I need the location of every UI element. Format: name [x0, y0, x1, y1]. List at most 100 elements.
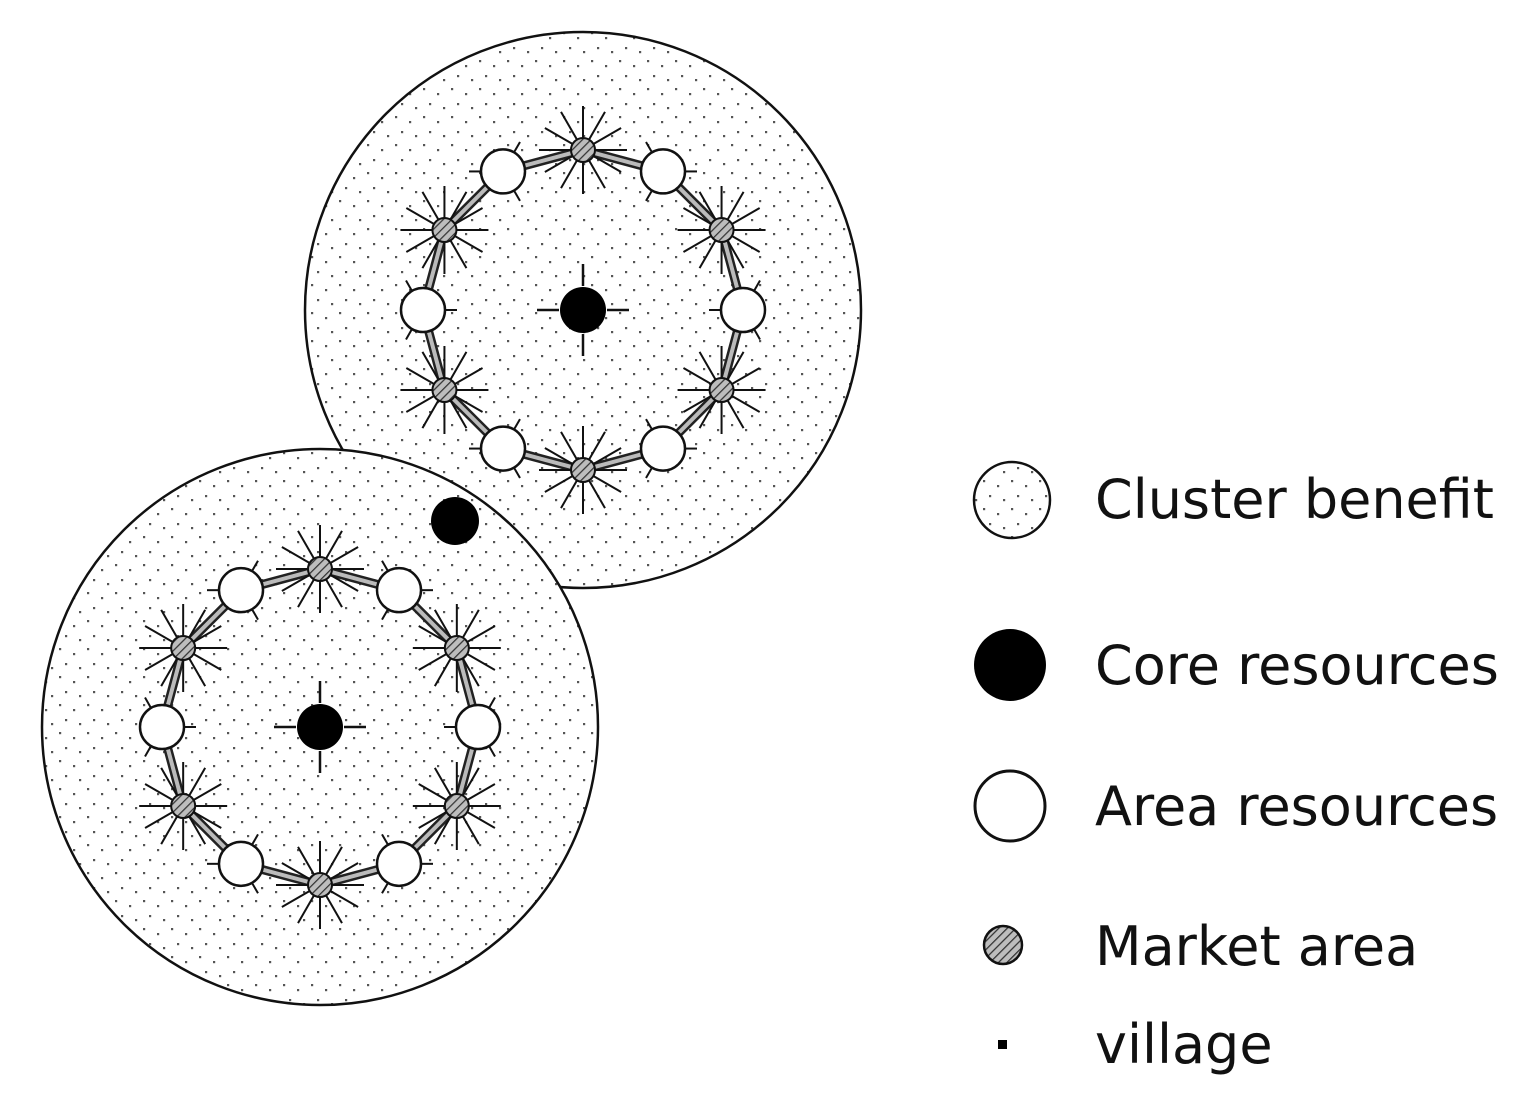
village-link: [725, 191, 745, 222]
village-link: [328, 546, 359, 565]
village-link: [297, 893, 316, 924]
market-area-node: [708, 377, 735, 403]
area-resource-node: [217, 566, 265, 614]
village-icon: [998, 1040, 1007, 1049]
village-link: [725, 238, 745, 269]
village-link: [448, 351, 468, 382]
village-link: [645, 467, 653, 479]
legend-item-core-resources: Core resources: [974, 629, 1499, 701]
village-link: [488, 697, 496, 708]
village-link: [460, 609, 480, 640]
area-resource-node: [479, 148, 527, 195]
village-link: [187, 814, 207, 845]
village-link: [460, 814, 480, 845]
market-area-node: [170, 793, 197, 819]
village-link: [753, 329, 761, 340]
village-link: [187, 609, 207, 640]
village-link: [381, 833, 389, 845]
village-link: [297, 577, 316, 608]
village-link: [191, 783, 222, 802]
village-link: [729, 367, 761, 386]
village-link: [405, 234, 437, 253]
village-link: [591, 154, 622, 173]
village-link: [725, 398, 745, 429]
village-link: [544, 154, 575, 173]
market-area-node: [570, 457, 596, 483]
village-link: [251, 560, 259, 571]
village-link: [281, 546, 312, 565]
village-link: [729, 394, 761, 413]
village-link: [698, 398, 718, 429]
market-area-node: [443, 635, 470, 661]
village-link: [160, 814, 180, 845]
village-link: [587, 111, 606, 142]
village-link: [405, 207, 437, 226]
village-link: [281, 889, 312, 908]
village-link: [418, 625, 449, 644]
village-link: [418, 652, 449, 671]
village-link: [682, 207, 714, 226]
area-resource-node: [217, 840, 265, 888]
village-link: [560, 158, 579, 189]
village-link: [160, 656, 180, 687]
village-link: [560, 431, 579, 462]
village-link: [251, 883, 259, 894]
cluster-benefit-icon: [972, 460, 1052, 540]
market-area-node: [431, 377, 458, 403]
area-resource-icon: [973, 769, 1047, 843]
village-link: [144, 625, 176, 644]
village-link: [328, 862, 359, 881]
village-link: [698, 238, 718, 269]
village-link: [160, 767, 180, 798]
market-area-node: [307, 556, 333, 582]
village-link: [460, 656, 480, 687]
village-link: [452, 207, 484, 226]
legend-item-area-resources: Area resources: [973, 769, 1498, 843]
village-link: [433, 814, 453, 845]
village-link: [433, 609, 453, 640]
village-link: [187, 656, 207, 687]
village-link: [464, 652, 496, 671]
village-link: [421, 191, 441, 222]
village-link: [421, 351, 441, 382]
village-link: [328, 573, 359, 592]
village-link: [591, 127, 622, 146]
village-link: [433, 767, 453, 798]
village-link: [405, 329, 413, 340]
area-resource-node: [399, 286, 447, 334]
village-link: [513, 467, 521, 479]
area-resource-node: [454, 703, 502, 751]
area-resource-node: [479, 425, 527, 472]
village-link: [160, 609, 180, 640]
village-link: [328, 889, 359, 908]
village-link: [729, 207, 761, 226]
village-link: [452, 367, 484, 386]
village-link: [144, 810, 176, 829]
village-link: [560, 111, 579, 142]
village-link: [281, 862, 312, 881]
village-link: [488, 746, 496, 757]
village-link: [682, 367, 714, 386]
village-link: [251, 609, 259, 621]
village-link: [513, 190, 521, 202]
legend-item-village: village: [998, 1013, 1273, 1076]
area-resource-node: [639, 425, 687, 472]
village-link: [448, 398, 468, 429]
village-link: [191, 625, 222, 644]
village-link: [464, 783, 496, 802]
village-link: [421, 238, 441, 269]
village-link: [191, 810, 222, 829]
village-link: [405, 394, 437, 413]
village-link: [297, 846, 316, 877]
village-link: [187, 767, 207, 798]
village-link: [448, 191, 468, 222]
cluster-top: [303, 30, 863, 590]
village-link: [591, 474, 622, 493]
village-link: [560, 478, 579, 509]
market-area-node: [307, 872, 333, 898]
village-link: [281, 573, 312, 592]
village-link: [405, 367, 437, 386]
village-link: [381, 883, 389, 894]
village-link: [544, 127, 575, 146]
